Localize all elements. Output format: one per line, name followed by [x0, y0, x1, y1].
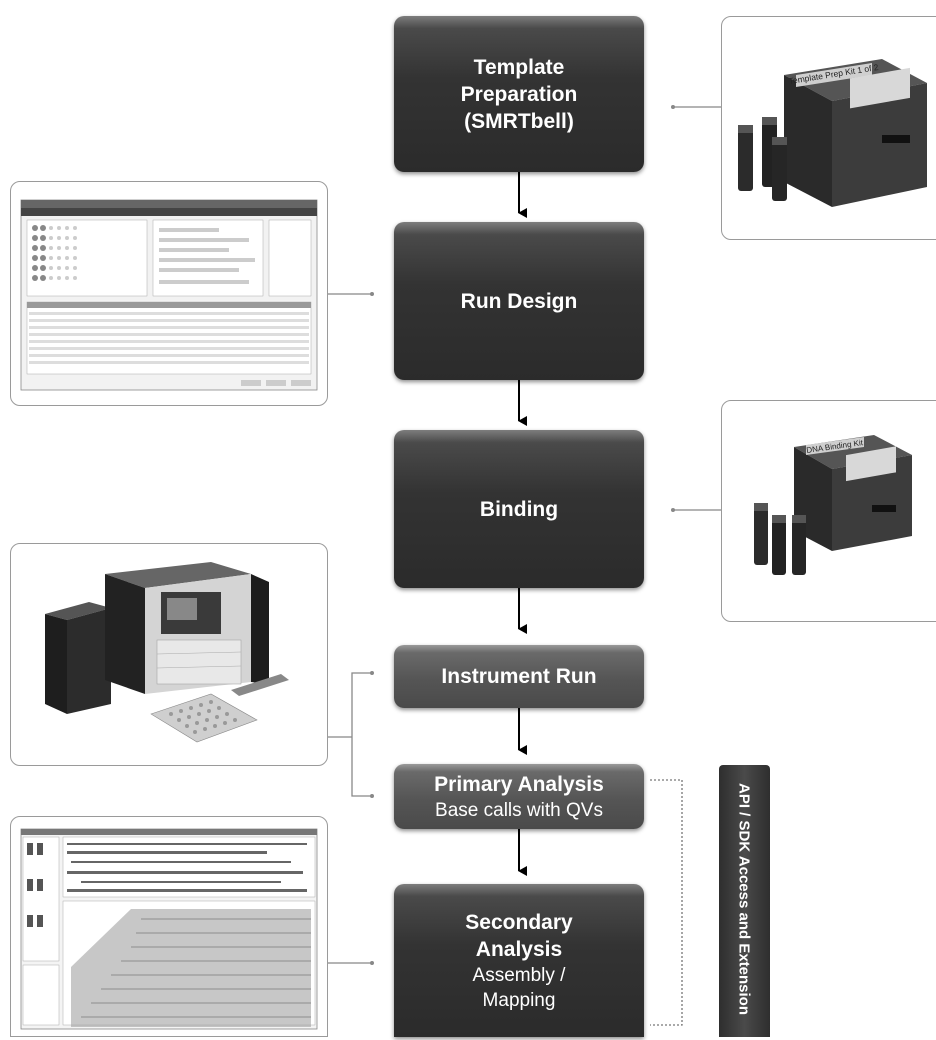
binding-kit-panel: DNA Binding Kit [721, 400, 936, 622]
template-prep-kit-image: Template Prep Kit 1 of 2 [738, 59, 927, 207]
step-binding: Binding [394, 430, 644, 588]
step-primary-analysis-subtitle: Base calls with QVs [435, 799, 603, 821]
step-primary-analysis-title: Primary Analysis [434, 772, 604, 796]
step-run-design: Run Design [394, 222, 644, 380]
api-dotted-bracket [650, 779, 683, 1026]
analysis-viewer-image [20, 828, 318, 1030]
step-instrument-run-title: Instrument Run [441, 665, 597, 688]
step-template-line2: Preparation [460, 82, 578, 106]
step-template-line1: Template [473, 55, 565, 79]
run-design-screenshot-panel [10, 181, 328, 406]
step-secondary-sub2: Mapping [482, 989, 556, 1011]
step-secondary-analysis: Secondary Analysis Assembly / Mapping [394, 884, 644, 1037]
step-instrument-run: Instrument Run [394, 645, 644, 708]
instrument-image [45, 562, 289, 743]
step-secondary-sub1: Assembly / [472, 964, 566, 986]
binding-kit-image: DNA Binding Kit [754, 435, 912, 575]
step-binding-title: Binding [479, 497, 559, 521]
api-sdk-bar [719, 765, 770, 1037]
run-design-software-image [20, 199, 318, 391]
analysis-viewer-panel [10, 816, 328, 1037]
api-sdk-label: API / SDK Access and Extension [735, 782, 753, 1016]
step-secondary-line2: Analysis [475, 937, 563, 961]
template-prep-kit-panel: Template Prep Kit 1 of 2 [721, 16, 936, 240]
step-primary-analysis: Primary Analysis Base calls with QVs [394, 764, 644, 829]
step-run-design-title: Run Design [460, 289, 578, 313]
step-template-line3: (SMRTbell) [464, 109, 574, 133]
instrument-panel [10, 543, 328, 766]
step-template-preparation: Template Preparation (SMRTbell) [394, 16, 644, 172]
step-secondary-line1: Secondary [465, 910, 573, 934]
